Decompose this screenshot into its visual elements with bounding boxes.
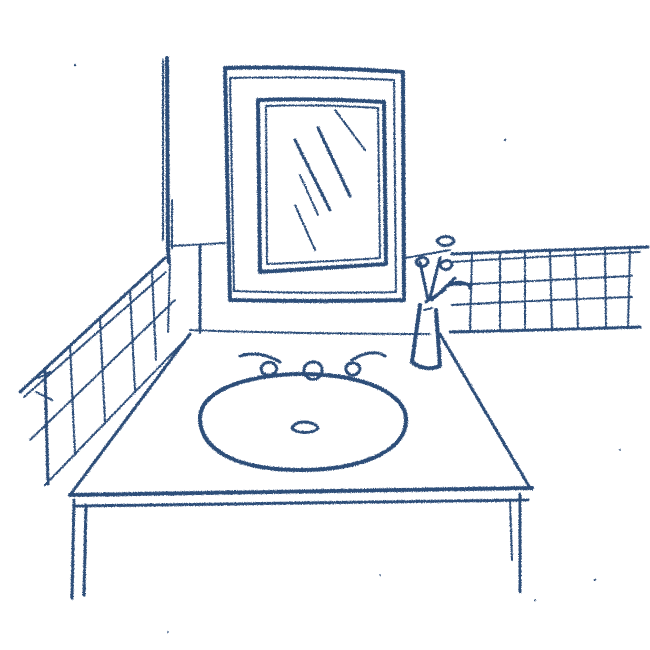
vanity-countertop: [68, 332, 534, 600]
sink-basin: [197, 372, 409, 472]
flower-vase: [410, 235, 472, 371]
tiled-backsplash-left: [18, 256, 191, 486]
paper-specks: [73, 63, 621, 633]
wall-corner: [162, 56, 173, 264]
tiled-backsplash-right: [448, 245, 650, 334]
faucet: [238, 351, 387, 381]
mirror: [223, 65, 406, 303]
tiled-backsplash-back: [167, 242, 451, 335]
